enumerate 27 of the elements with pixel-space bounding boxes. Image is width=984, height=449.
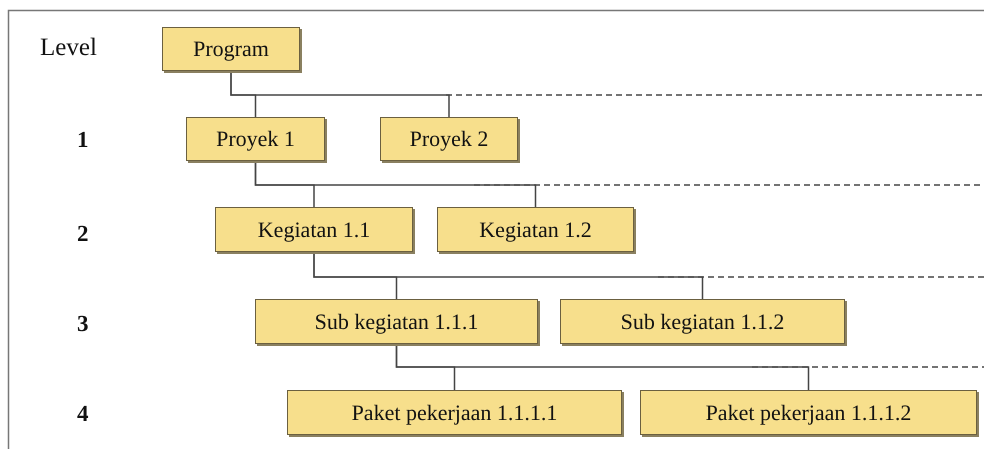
node-label: Kegiatan 1.2 [479,216,592,242]
hierarchy-box [215,207,413,252]
connector-line [396,344,810,390]
node-label: Proyek 2 [410,126,488,152]
level-heading: Level [40,34,97,62]
level-number: 1 [77,127,88,153]
hierarchy-box [162,27,300,71]
node-label: Program [193,36,269,62]
level-number: 3 [77,311,88,337]
node-label: Paket pekerjaan 1.1.1.2 [706,400,912,426]
node-label: Sub kegiatan 1.1.1 [314,308,478,334]
connector-line [254,161,536,207]
connector-line [230,71,450,117]
hierarchy-box [380,117,518,161]
hierarchy-box [640,390,977,435]
hierarchy-box [255,299,538,344]
hierarchy-box [560,299,845,344]
hierarchy-box [437,207,634,252]
node-label: Kegiatan 1.1 [258,216,370,242]
level-number: 4 [77,401,88,427]
connector-line [313,252,704,299]
node-label: Paket pekerjaan 1.1.1.1 [352,400,558,426]
node-label: Proyek 1 [216,126,295,152]
node-label: Sub kegiatan 1.1.2 [620,308,784,334]
level-number: 2 [77,221,88,247]
hierarchy-box [287,390,622,435]
hierarchy-box [186,117,325,161]
